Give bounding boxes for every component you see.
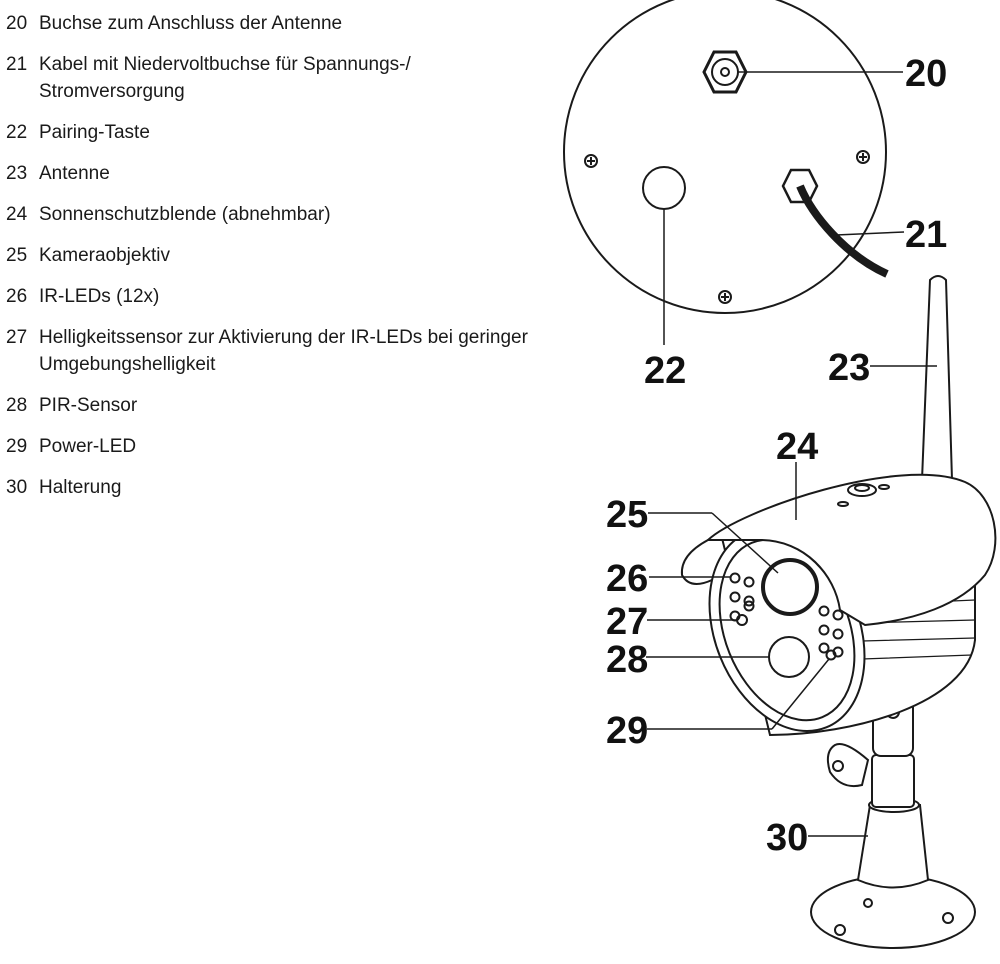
legend-number: 29	[6, 436, 28, 457]
shield-screw-head	[854, 484, 870, 492]
legend-item-21: 21 Kabel mit Niedervoltbuchse für Spannu…	[6, 51, 566, 105]
screw-icon	[584, 154, 598, 168]
legend-item-23: 23 Antenne	[6, 160, 566, 187]
sun-shield-edge	[680, 539, 713, 585]
legend-item-24: 24 Sonnenschutzblende (abnehmbar)	[6, 201, 566, 228]
legend-item-26: 26 IR-LEDs (12x)	[6, 283, 566, 310]
legend-number: 23	[6, 163, 28, 184]
legend-item-30: 30 Halterung	[6, 474, 566, 501]
callout-22: 22	[644, 350, 686, 392]
back-plate	[563, 0, 887, 314]
legend-text-line2: Umgebungshelligkeit	[39, 354, 216, 375]
legend-text: Halterung	[39, 477, 122, 498]
leader-29b	[771, 658, 830, 730]
legend-item-22: 22 Pairing-Taste	[6, 119, 566, 146]
legend-item-28: 28 PIR-Sensor	[6, 392, 566, 419]
legend-text: Antenne	[39, 163, 110, 184]
legend-text-block: Kabel mit Niedervoltbuchse für Spannungs…	[39, 51, 566, 105]
legend-text-line2: Stromversorgung	[39, 81, 185, 102]
callout-25: 25	[606, 494, 648, 536]
legend-item-27: 27 Helligkeitssensor zur Aktivierung der…	[6, 324, 566, 378]
legend-text: Pairing-Taste	[39, 122, 150, 143]
callout-28: 28	[606, 639, 648, 681]
leader-21	[835, 231, 905, 236]
antenna	[921, 275, 953, 481]
legend-text: Kameraobjektiv	[39, 245, 170, 266]
callout-26: 26	[606, 558, 648, 600]
legend-number: 25	[6, 245, 28, 266]
legend-text: Power-LED	[39, 436, 137, 457]
power-led	[825, 649, 837, 661]
parts-legend: 20 Buchse zum Anschluss der Antenne 21 K…	[6, 10, 566, 515]
legend-text: Sonnenschutzblende (abnehmbar)	[39, 204, 331, 225]
legend-item-20: 20 Buchse zum Anschluss der Antenne	[6, 10, 566, 37]
legend-text: Buchse zum Anschluss der Antenne	[39, 13, 343, 34]
legend-text: PIR-Sensor	[39, 395, 138, 416]
legend-number: 21	[6, 54, 28, 75]
cable-grommet	[781, 168, 819, 204]
callout-20: 20	[905, 53, 947, 95]
callout-23: 23	[828, 347, 870, 389]
legend-number: 24	[6, 204, 28, 225]
screw-icon	[856, 150, 870, 164]
camera-lens	[761, 558, 819, 616]
legend-text: Kabel mit Niedervoltbuchse für Spannungs…	[39, 54, 411, 75]
mount	[810, 689, 976, 949]
legend-text-block: Helligkeitssensor zur Aktivierung der IR…	[39, 324, 566, 378]
screw-icon	[718, 290, 732, 304]
leader-lines	[646, 71, 937, 837]
legend-number: 27	[6, 327, 28, 348]
camera-back-view	[563, 0, 889, 314]
callout-29: 29	[606, 710, 648, 752]
legend-item-29: 29 Power-LED	[6, 433, 566, 460]
callout-30: 30	[766, 817, 808, 859]
power-cable	[796, 184, 889, 278]
legend-number: 20	[6, 13, 28, 34]
callout-21: 21	[905, 214, 947, 256]
legend-number: 30	[6, 477, 28, 498]
callout-24: 24	[776, 426, 818, 468]
ir-led-cluster-right	[818, 605, 844, 658]
legend-number: 22	[6, 122, 28, 143]
sun-shield	[705, 473, 997, 627]
camera-front-view	[680, 275, 997, 949]
legend-number: 28	[6, 395, 28, 416]
callout-labels: 20 21 22 23 24 25 26 27 28 29 30	[606, 53, 947, 859]
callout-27: 27	[606, 601, 648, 643]
leader-25b	[711, 512, 779, 574]
pir-sensor	[768, 636, 810, 678]
legend-item-25: 25 Kameraobjektiv	[6, 242, 566, 269]
legend-text: Helligkeitssensor zur Aktivierung der IR…	[39, 327, 528, 348]
legend-text: IR-LEDs (12x)	[39, 286, 160, 307]
legend-number: 26	[6, 286, 28, 307]
